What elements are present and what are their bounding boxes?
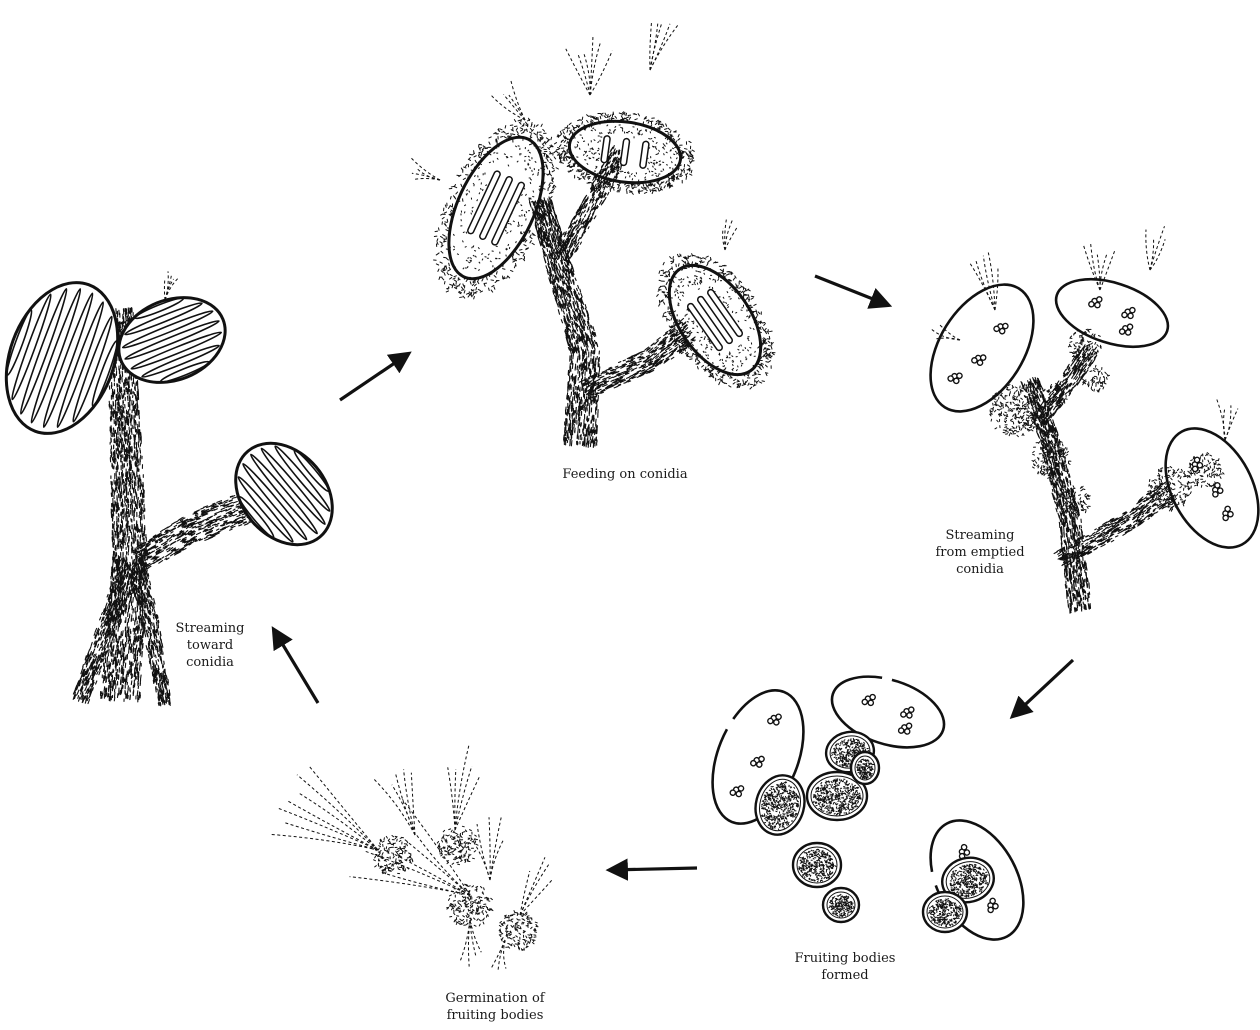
stage3-shell-left <box>909 266 1054 429</box>
stage3-shell-right <box>1147 413 1260 564</box>
stage5-blob-4 <box>499 911 538 951</box>
stage5-blob-2 <box>437 826 478 864</box>
label-fruiting-bodies-formed: Fruiting bodies formed <box>785 950 905 984</box>
stage2-filaments-mid-right <box>723 218 738 250</box>
spore-cluster <box>1121 305 1135 320</box>
stage3-blob-5 <box>1082 365 1109 392</box>
stage3-filaments-right <box>1146 226 1165 270</box>
stage2-filaments-left-top <box>491 79 525 120</box>
arrow-stage1-to-stage2 <box>340 354 408 400</box>
stage1-branch-right <box>133 489 255 569</box>
stage5-filaments-top <box>448 744 480 830</box>
stage2-conidium-right <box>651 249 779 391</box>
stage3-filaments-far-right <box>1216 397 1238 440</box>
stage5-filaments-mid-left <box>350 799 470 895</box>
spore-cluster <box>900 705 914 720</box>
spore-cluster <box>1119 322 1133 337</box>
stage2-filaments-right-top <box>650 21 678 70</box>
spore-cluster <box>767 711 782 727</box>
arrow-stage5-to-stage1 <box>274 630 318 703</box>
stage3-filaments-mid <box>1083 244 1114 290</box>
label-streaming-toward-conidia: Streaming toward conidia <box>160 620 260 671</box>
stage5-filaments-left <box>271 765 378 850</box>
stage5-filaments-mid <box>471 816 504 880</box>
spore-cluster <box>1209 482 1225 498</box>
arrow-stage3-to-stage4 <box>1013 660 1073 716</box>
stage1-conidium-left <box>0 267 138 449</box>
spore-cluster <box>1088 294 1102 309</box>
stage1-conidium-right <box>216 424 352 564</box>
label-germination-of-fruiting-bodies: Germination of fruiting bodies <box>425 990 565 1024</box>
spore-cluster <box>984 897 1000 913</box>
arrow-stage4-to-stage5 <box>610 868 697 870</box>
stage5-filaments-top-left <box>374 769 415 835</box>
stage4-fruiting-body-3 <box>851 752 879 784</box>
spore-cluster <box>861 692 875 707</box>
stage3-filaments-left <box>970 252 998 310</box>
label-streaming-from-emptied-conidia: Streaming from emptied conidia <box>920 527 1040 578</box>
label-feeding-on-conidia: Feeding on conidia <box>540 466 710 483</box>
stage4-fruiting-body-4 <box>749 770 811 840</box>
spore-cluster <box>898 721 912 736</box>
stage2-filaments-top <box>566 35 612 95</box>
stage4-fruiting-body-8 <box>923 892 967 932</box>
stage2-filaments-left <box>411 158 440 180</box>
stage5-filaments-bottom-right <box>491 940 506 972</box>
stage4-fruiting-body-5 <box>793 843 841 887</box>
stage5-filaments-bottom <box>460 920 481 967</box>
spore-cluster <box>750 753 765 769</box>
spore-cluster <box>971 351 987 367</box>
spore-cluster <box>993 319 1009 335</box>
stage4-fruiting-body-6 <box>823 888 859 922</box>
stage1-filaments <box>164 271 178 300</box>
arrow-stage2-to-stage3 <box>815 276 888 305</box>
stage3-shell-top <box>1048 267 1177 360</box>
spore-cluster <box>729 783 744 799</box>
spore-cluster <box>1219 505 1235 521</box>
spore-cluster <box>947 369 963 385</box>
stage5-filaments-right <box>520 857 552 915</box>
